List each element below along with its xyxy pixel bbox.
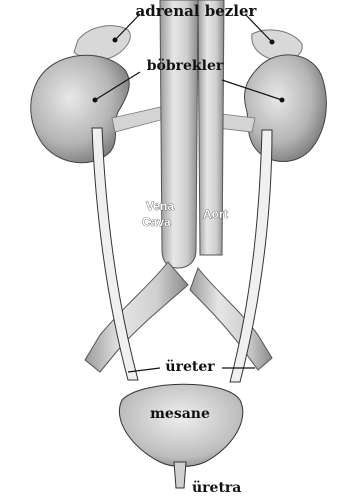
leader-dot-adrenal-left bbox=[113, 38, 118, 43]
label-adrenal-glands: adrenal bezler bbox=[136, 2, 258, 20]
left-iliac-branch bbox=[85, 262, 188, 372]
left-renal-vessel bbox=[112, 106, 168, 132]
urethra bbox=[174, 462, 186, 488]
left-adrenal-gland bbox=[74, 26, 130, 60]
label-aorta: Aort bbox=[203, 207, 228, 221]
right-kidney bbox=[245, 55, 327, 162]
leader-dot-adrenal-right bbox=[270, 40, 275, 45]
label-kidneys: böbrekler bbox=[147, 58, 224, 74]
label-ureter: üreter bbox=[165, 359, 215, 375]
left-kidney bbox=[31, 55, 129, 163]
leader-dot-kidney-right bbox=[280, 98, 285, 103]
leader-dot-kidney-left bbox=[93, 98, 98, 103]
label-cava: Cava bbox=[142, 215, 171, 229]
bladder bbox=[119, 384, 242, 466]
label-urethra: üretra bbox=[192, 480, 241, 496]
label-vena: Vena bbox=[146, 199, 174, 213]
label-bladder: mesane bbox=[150, 406, 210, 422]
